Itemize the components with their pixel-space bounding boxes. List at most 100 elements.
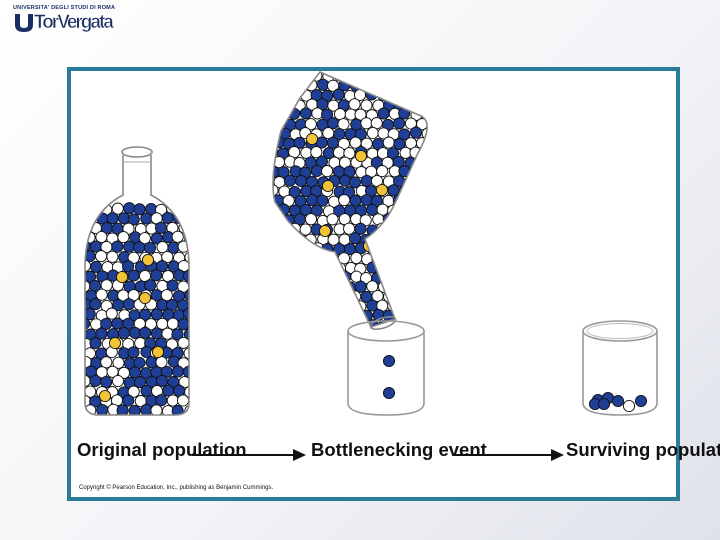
blue-marble — [133, 241, 146, 254]
copyright-notice: Copyright © Pearson Education, Inc., pub… — [79, 485, 274, 491]
blue-marble — [387, 224, 401, 237]
blue-marble — [420, 242, 428, 256]
white-marble — [304, 213, 318, 226]
white-marble — [398, 281, 411, 294]
white-marble — [366, 280, 379, 293]
white-marble — [332, 146, 346, 159]
blue-marble — [273, 243, 279, 256]
white-marble — [321, 299, 334, 312]
blue-marble — [295, 309, 308, 322]
white-marble — [273, 319, 279, 327]
blue-marble — [288, 261, 301, 274]
white-marble — [419, 261, 428, 274]
original-marbles — [85, 202, 189, 415]
blue-marble — [393, 117, 406, 130]
white-marble — [273, 78, 286, 91]
white-marble — [355, 72, 368, 82]
white-marble — [414, 97, 427, 110]
blue-marble — [317, 251, 330, 264]
yellow-marble — [98, 389, 112, 403]
white-marble — [337, 310, 350, 323]
white-marble — [289, 72, 302, 82]
logo-u-icon — [15, 14, 33, 32]
blue-marble — [288, 280, 301, 293]
white-marble — [127, 251, 140, 264]
blue-marble — [421, 224, 428, 237]
blue-marble — [420, 89, 428, 102]
white-marble — [106, 250, 119, 263]
blue-marble — [183, 328, 189, 341]
white-marble — [326, 213, 339, 226]
label-surviving-population: Surviving population — [566, 439, 720, 460]
white-marble — [416, 118, 428, 131]
blue-marble — [117, 326, 131, 340]
blue-marble — [333, 300, 346, 313]
original-bottle — [84, 146, 190, 416]
white-marble — [138, 232, 151, 245]
blue-marble — [398, 205, 411, 218]
white-marble — [393, 291, 407, 304]
blue-marble — [322, 262, 335, 275]
white-marble — [294, 253, 307, 266]
white-marble — [288, 300, 301, 313]
white-marble — [277, 280, 290, 293]
blue-marble — [310, 164, 323, 178]
blue-marble — [139, 326, 152, 339]
blue-marble — [611, 394, 625, 408]
white-marble — [166, 394, 179, 407]
blue-marble — [338, 291, 351, 304]
blue-marble — [388, 280, 401, 294]
white-marble — [415, 272, 428, 285]
white-marble — [282, 252, 295, 265]
blue-marble — [326, 136, 339, 149]
white-marble — [420, 204, 428, 217]
white-marble — [171, 230, 184, 243]
blue-marble — [128, 326, 142, 339]
blue-marble — [421, 147, 428, 160]
white-marble — [127, 385, 140, 398]
blue-marble — [405, 309, 418, 322]
blue-marble — [295, 233, 308, 246]
blue-marble — [305, 289, 318, 302]
white-marble — [328, 271, 341, 284]
blue-marble — [343, 72, 357, 83]
blue-marble — [166, 279, 179, 292]
white-marble — [273, 89, 281, 102]
blue-marble — [300, 300, 313, 313]
white-marble — [184, 385, 189, 399]
blue-marble — [133, 376, 147, 389]
blue-marble — [415, 175, 428, 189]
blue-marble — [339, 174, 352, 187]
blue-marble — [293, 289, 306, 302]
white-marble — [273, 127, 279, 140]
blue-marble — [305, 251, 318, 264]
white-marble — [376, 261, 389, 274]
bottleneck-figure: Original population Bottlenecking event … — [67, 67, 720, 501]
blue-marble — [273, 72, 280, 83]
blue-marble — [282, 310, 295, 323]
blue-marble — [150, 327, 163, 340]
blue-marble — [377, 107, 390, 120]
blue-marble — [184, 289, 189, 302]
blue-marble — [332, 281, 345, 294]
blue-marble — [409, 224, 423, 237]
white-marble — [420, 72, 428, 83]
white-marble — [404, 272, 417, 285]
blue-marble — [111, 240, 124, 253]
blue-marble — [415, 213, 428, 226]
white-marble — [100, 356, 113, 369]
white-marble — [381, 232, 394, 245]
white-marble — [95, 288, 108, 301]
blue-marble — [316, 194, 329, 207]
blue-marble — [409, 301, 422, 314]
blue-marble — [409, 72, 422, 83]
white-marble — [95, 250, 108, 263]
blue-marble — [288, 318, 301, 327]
white-marble — [161, 250, 174, 264]
blue-marble — [348, 309, 361, 322]
white-marble — [387, 262, 400, 275]
blue-marble — [409, 89, 422, 102]
blue-marble — [421, 280, 428, 293]
blue-marble — [273, 299, 280, 312]
blue-marble — [409, 126, 423, 139]
